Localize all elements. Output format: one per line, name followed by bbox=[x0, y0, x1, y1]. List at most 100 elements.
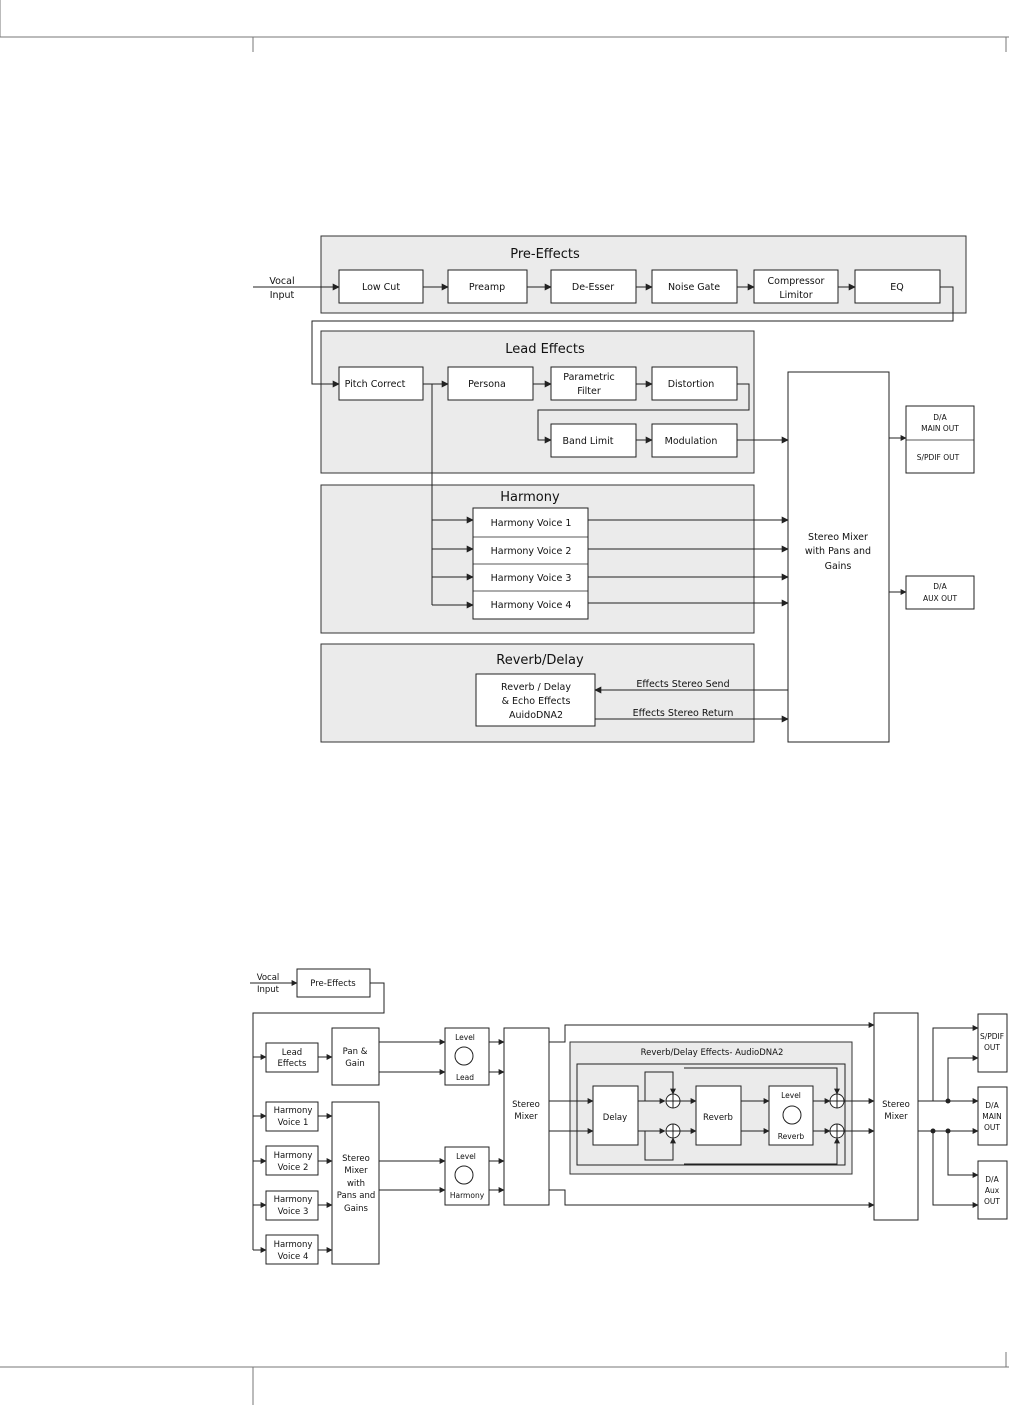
pan-gain-block bbox=[331, 1027, 380, 1086]
effects-inner-frame bbox=[576, 1063, 846, 1166]
arrow-to-spdif-bottom bbox=[947, 1055, 979, 1101]
arrow-to-aux-bottom bbox=[932, 1131, 979, 1208]
pre-effects-block-2 bbox=[296, 968, 371, 998]
harmony-voice-2-2-line-1: Harmony bbox=[274, 1151, 313, 1161]
filter-label: Filter bbox=[577, 386, 601, 397]
harmony-voice-4-2-line-2: Voice 4 bbox=[278, 1252, 309, 1262]
pitch-correct-label: Pitch Correct bbox=[345, 379, 406, 390]
junction-dot bbox=[945, 1128, 951, 1134]
harmony-mixer-line-2: Mixer bbox=[344, 1166, 368, 1176]
pitch-correct-block bbox=[338, 366, 424, 401]
vocal-input-label-line-1: Vocal bbox=[269, 276, 294, 287]
pre-effects-label-2: Pre-Effects bbox=[310, 979, 356, 989]
harmony-voice-1-label: Harmony Voice 1 bbox=[491, 518, 572, 529]
level-harmony-knob-icon bbox=[454, 1165, 474, 1185]
aux-out-block bbox=[905, 575, 975, 610]
harmony-voice-2-2-line-2: Voice 2 bbox=[278, 1163, 309, 1173]
main-out-2-line-2: MAIN bbox=[982, 1112, 1001, 1121]
stereo-mixer-1-line-1: Stereo bbox=[512, 1100, 540, 1110]
compressor-label: Compressor bbox=[768, 276, 825, 287]
low-cut-label: Low Cut bbox=[362, 282, 400, 293]
eq-label: EQ bbox=[890, 282, 903, 293]
persona-label: Persona bbox=[468, 379, 506, 390]
pan-gain-line-1: Pan & bbox=[343, 1047, 368, 1057]
harmony-voice-4-2-line-1: Harmony bbox=[274, 1240, 313, 1250]
harmony-mixer-line-5: Gains bbox=[344, 1204, 369, 1214]
dry-bypass-bottom bbox=[549, 1189, 875, 1208]
aux-out-block-2 bbox=[977, 1160, 1008, 1220]
harmony-mixer-line-3: with bbox=[347, 1179, 365, 1189]
lead-effects-2-line-1: Lead bbox=[282, 1048, 302, 1058]
main-out-spdif-block bbox=[905, 405, 975, 474]
level-lead-line-1: Level bbox=[455, 1033, 475, 1042]
stereo-mixer-2-line-2: Mixer bbox=[884, 1112, 908, 1122]
stereo-mixer-2-block bbox=[873, 1012, 919, 1221]
arrow-distortion-to-bandlimit bbox=[537, 383, 750, 444]
junction-dot bbox=[930, 1128, 936, 1134]
reverb-block bbox=[695, 1085, 742, 1146]
lead-effects-title: Lead Effects bbox=[505, 342, 585, 357]
level-lead-line-2: Lead bbox=[456, 1073, 474, 1082]
preamp-block bbox=[447, 269, 528, 304]
main-out-block-2 bbox=[977, 1086, 1008, 1146]
harmony-voice-3-block-2 bbox=[265, 1190, 319, 1221]
level-harmony-line-1: Level bbox=[456, 1152, 476, 1161]
junction-dot bbox=[945, 1098, 951, 1104]
effects-routing-diagram: Vocal Input Pre-Effects Lead Effects Pan… bbox=[250, 968, 1008, 1265]
delay-label: Delay bbox=[603, 1113, 627, 1123]
reverb-delay-echo-block bbox=[475, 673, 596, 727]
dry-bypass-top bbox=[549, 1022, 875, 1043]
spdif-out-block-2 bbox=[977, 1013, 1008, 1073]
reverb-delay-line-3: AuidoDNA2 bbox=[509, 710, 563, 721]
reverb-label: Reverb bbox=[703, 1113, 733, 1123]
reverb-delay-line-1: Reverb / Delay bbox=[501, 682, 571, 693]
vocal-input-label-line-2: Input bbox=[270, 290, 295, 301]
spdif-out-2-line-2: OUT bbox=[984, 1043, 1000, 1052]
lead-effects-2-line-2: Effects bbox=[278, 1059, 307, 1069]
level-harmony-line-2: Harmony bbox=[450, 1191, 485, 1200]
pre-effects-feed-bus bbox=[252, 982, 385, 1250]
pan-gain-line-2: Gain bbox=[345, 1059, 365, 1069]
limitor-label: Limitor bbox=[779, 290, 812, 301]
aux-out-2-line-3: OUT bbox=[984, 1197, 1000, 1206]
aux-out-line-2: AUX OUT bbox=[923, 594, 958, 603]
harmony-voice-1-2-line-1: Harmony bbox=[274, 1106, 313, 1116]
harmony-stereo-mixer-block bbox=[331, 1101, 380, 1265]
level-harmony-block bbox=[444, 1146, 490, 1206]
reverb-delay-title: Reverb/Delay bbox=[496, 653, 584, 668]
distortion-label: Distortion bbox=[668, 379, 715, 390]
aux-out-line-1: D/A bbox=[933, 582, 947, 591]
aux-out-2-line-2: Aux bbox=[985, 1186, 1000, 1195]
band-limit-block bbox=[550, 423, 637, 458]
stereo-mixer-block bbox=[787, 371, 890, 743]
preamp-label: Preamp bbox=[469, 282, 505, 293]
main-out-line-1: D/A bbox=[933, 413, 947, 422]
spdif-out-2-line-1: S/PDIF bbox=[980, 1032, 1004, 1041]
stereo-mixer-1-line-2: Mixer bbox=[514, 1112, 538, 1122]
delay-block bbox=[592, 1085, 639, 1146]
harmony-voice-4-label: Harmony Voice 4 bbox=[491, 600, 572, 611]
harmony-voice-4-block-2 bbox=[265, 1234, 319, 1265]
stereo-mixer-2-line-1: Stereo bbox=[882, 1100, 910, 1110]
modulation-block bbox=[651, 423, 738, 458]
harmony-title: Harmony bbox=[500, 490, 560, 505]
harmony-voice-3-2-line-1: Harmony bbox=[274, 1195, 313, 1205]
dry-to-reverb-sum-top bbox=[684, 1067, 840, 1095]
main-out-2-line-3: OUT bbox=[984, 1123, 1000, 1132]
delay-feedback-bottom bbox=[644, 1131, 676, 1161]
arrow-to-spdif-top bbox=[932, 1025, 979, 1101]
stereo-mixer-line-1: Stereo Mixer bbox=[808, 532, 868, 543]
harmony-mixer-line-4: Pans and bbox=[337, 1191, 375, 1201]
lead-effects-block-2 bbox=[265, 1042, 319, 1073]
harmony-voice-1-block-2 bbox=[265, 1101, 319, 1132]
effects-return-label: Effects Stereo Return bbox=[633, 708, 734, 719]
stereo-mixer-1-block bbox=[503, 1027, 550, 1206]
harmony-voice-3-2-line-2: Voice 3 bbox=[278, 1207, 309, 1217]
harmony-voice-2-label: Harmony Voice 2 bbox=[491, 546, 572, 557]
band-limit-label: Band Limit bbox=[563, 436, 614, 447]
arrow-eq-to-pitch-correct bbox=[311, 286, 954, 388]
vocal-input-2-line-1: Vocal bbox=[257, 973, 280, 983]
harmony-voice-3-label: Harmony Voice 3 bbox=[491, 573, 572, 584]
